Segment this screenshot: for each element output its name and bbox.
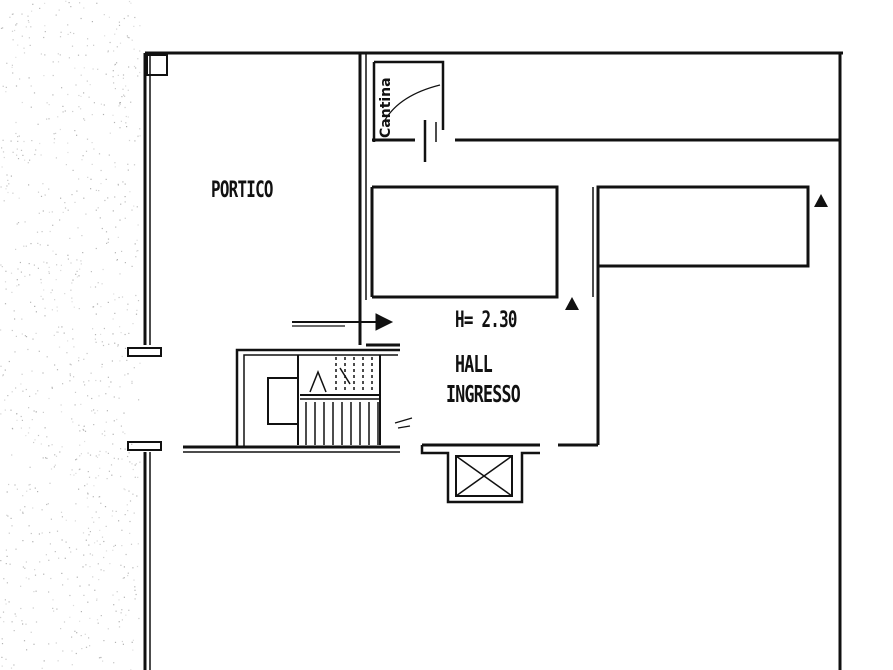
elevator-icon	[420, 445, 540, 504]
room-label-ingresso: INGRESSO	[446, 382, 521, 408]
corner-column	[146, 54, 168, 76]
level-marker-icon	[565, 194, 828, 310]
room-label-cantina: Cantina	[378, 77, 394, 138]
room-label-hall: HALL	[455, 352, 493, 378]
stairs-icon	[235, 348, 413, 447]
outer-walls	[143, 51, 843, 670]
interior-walls	[183, 53, 840, 453]
cantina-closet	[372, 60, 445, 162]
entrance-arrow-icon	[292, 313, 394, 331]
room-label-portico: PORTICO	[211, 178, 273, 203]
left-door-jambs	[127, 347, 162, 451]
scan-noise	[0, 0, 141, 670]
ceiling-height-label: H= 2.30	[455, 308, 517, 333]
